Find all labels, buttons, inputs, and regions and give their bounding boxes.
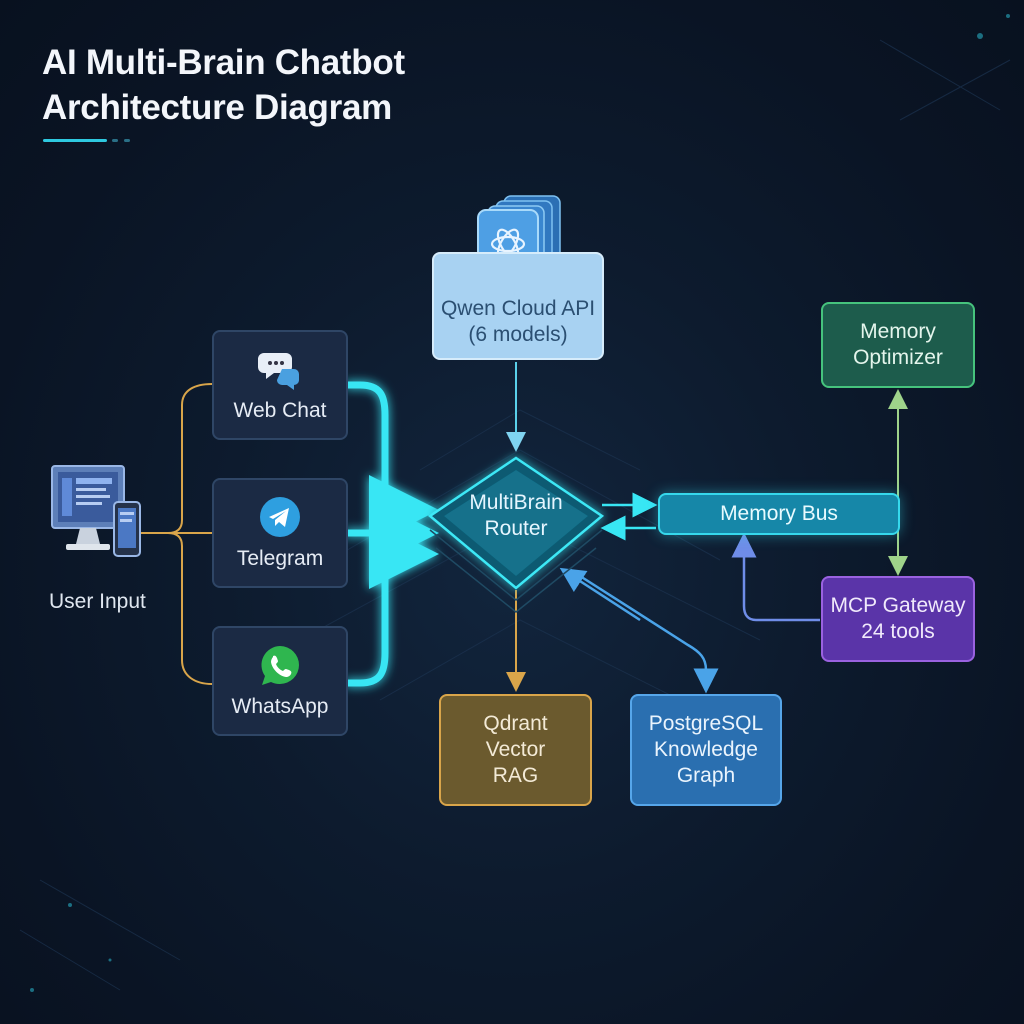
memory-optimizer-node: Memory Optimizer: [821, 302, 975, 388]
title-line-2: Architecture Diagram: [42, 88, 392, 127]
postgres-line-1: PostgreSQL: [648, 712, 764, 735]
qdrant-line-3: RAG: [492, 764, 539, 787]
qwen-label-line-1: Qwen Cloud API: [440, 297, 596, 320]
memory-optimizer-line-1: Memory: [860, 320, 936, 343]
user-input-label: User Input: [49, 590, 146, 613]
postgresql-knowledge-graph-node: PostgreSQL Knowledge Graph: [630, 694, 782, 806]
qwen-label-line-2: (6 models): [468, 323, 568, 346]
router-diamond: [427, 456, 605, 590]
diagram-title: AI Multi-Brain Chatbot Architecture Diag…: [42, 40, 405, 130]
channel-telegram: Telegram: [212, 478, 348, 588]
mcp-gateway-line-1: MCP Gateway: [830, 594, 966, 617]
router-postgres-link: [568, 567, 719, 694]
channel-router-links: [344, 381, 439, 687]
postgres-router-arrowhead: [559, 567, 641, 622]
qdrant-line-2: Vector: [485, 738, 546, 761]
channel-label: Telegram: [236, 547, 324, 570]
router-label-line-2: Router: [484, 517, 548, 540]
channel-web-chat: Web Chat: [212, 330, 348, 440]
title-line-1: AI Multi-Brain Chatbot: [42, 43, 405, 82]
router-label-line-1: MultiBrain: [469, 491, 563, 514]
memory-bus-label: Memory Bus: [720, 502, 838, 525]
mcp-gateway-line-2: 24 tools: [861, 620, 935, 643]
computer-phone-icon: [51, 465, 141, 557]
title-underline: [43, 139, 107, 142]
gateway-bus-link: [731, 532, 820, 622]
memory-optimizer-line-2: Optimizer: [853, 346, 943, 369]
router-base-layers: [429, 529, 603, 613]
whatsapp-icon: [261, 646, 299, 685]
background-stars: [30, 14, 1010, 992]
qdrant-vector-rag-node: Qdrant Vector RAG: [439, 694, 592, 806]
title-underline-dot: [124, 139, 130, 142]
chat-bubbles-icon: [258, 353, 299, 390]
multibrain-router-node: MultiBrain Router: [446, 486, 586, 546]
postgres-line-2: Knowledge: [654, 738, 758, 761]
telegram-icon: [260, 497, 300, 537]
qdrant-line-1: Qdrant: [483, 712, 548, 735]
title-underline-dot: [112, 139, 118, 142]
input-tree-lines: [140, 383, 213, 685]
channel-label: Web Chat: [233, 399, 327, 422]
channel-whatsapp: WhatsApp: [212, 626, 348, 736]
qwen-cloud-api-node: Qwen Cloud API (6 models): [432, 252, 604, 360]
mcp-gateway-node: MCP Gateway 24 tools: [821, 576, 975, 662]
channel-label: WhatsApp: [231, 695, 329, 718]
postgres-line-3: Graph: [676, 764, 736, 787]
user-device: [48, 462, 144, 572]
memory-bus-node: Memory Bus: [658, 493, 900, 535]
